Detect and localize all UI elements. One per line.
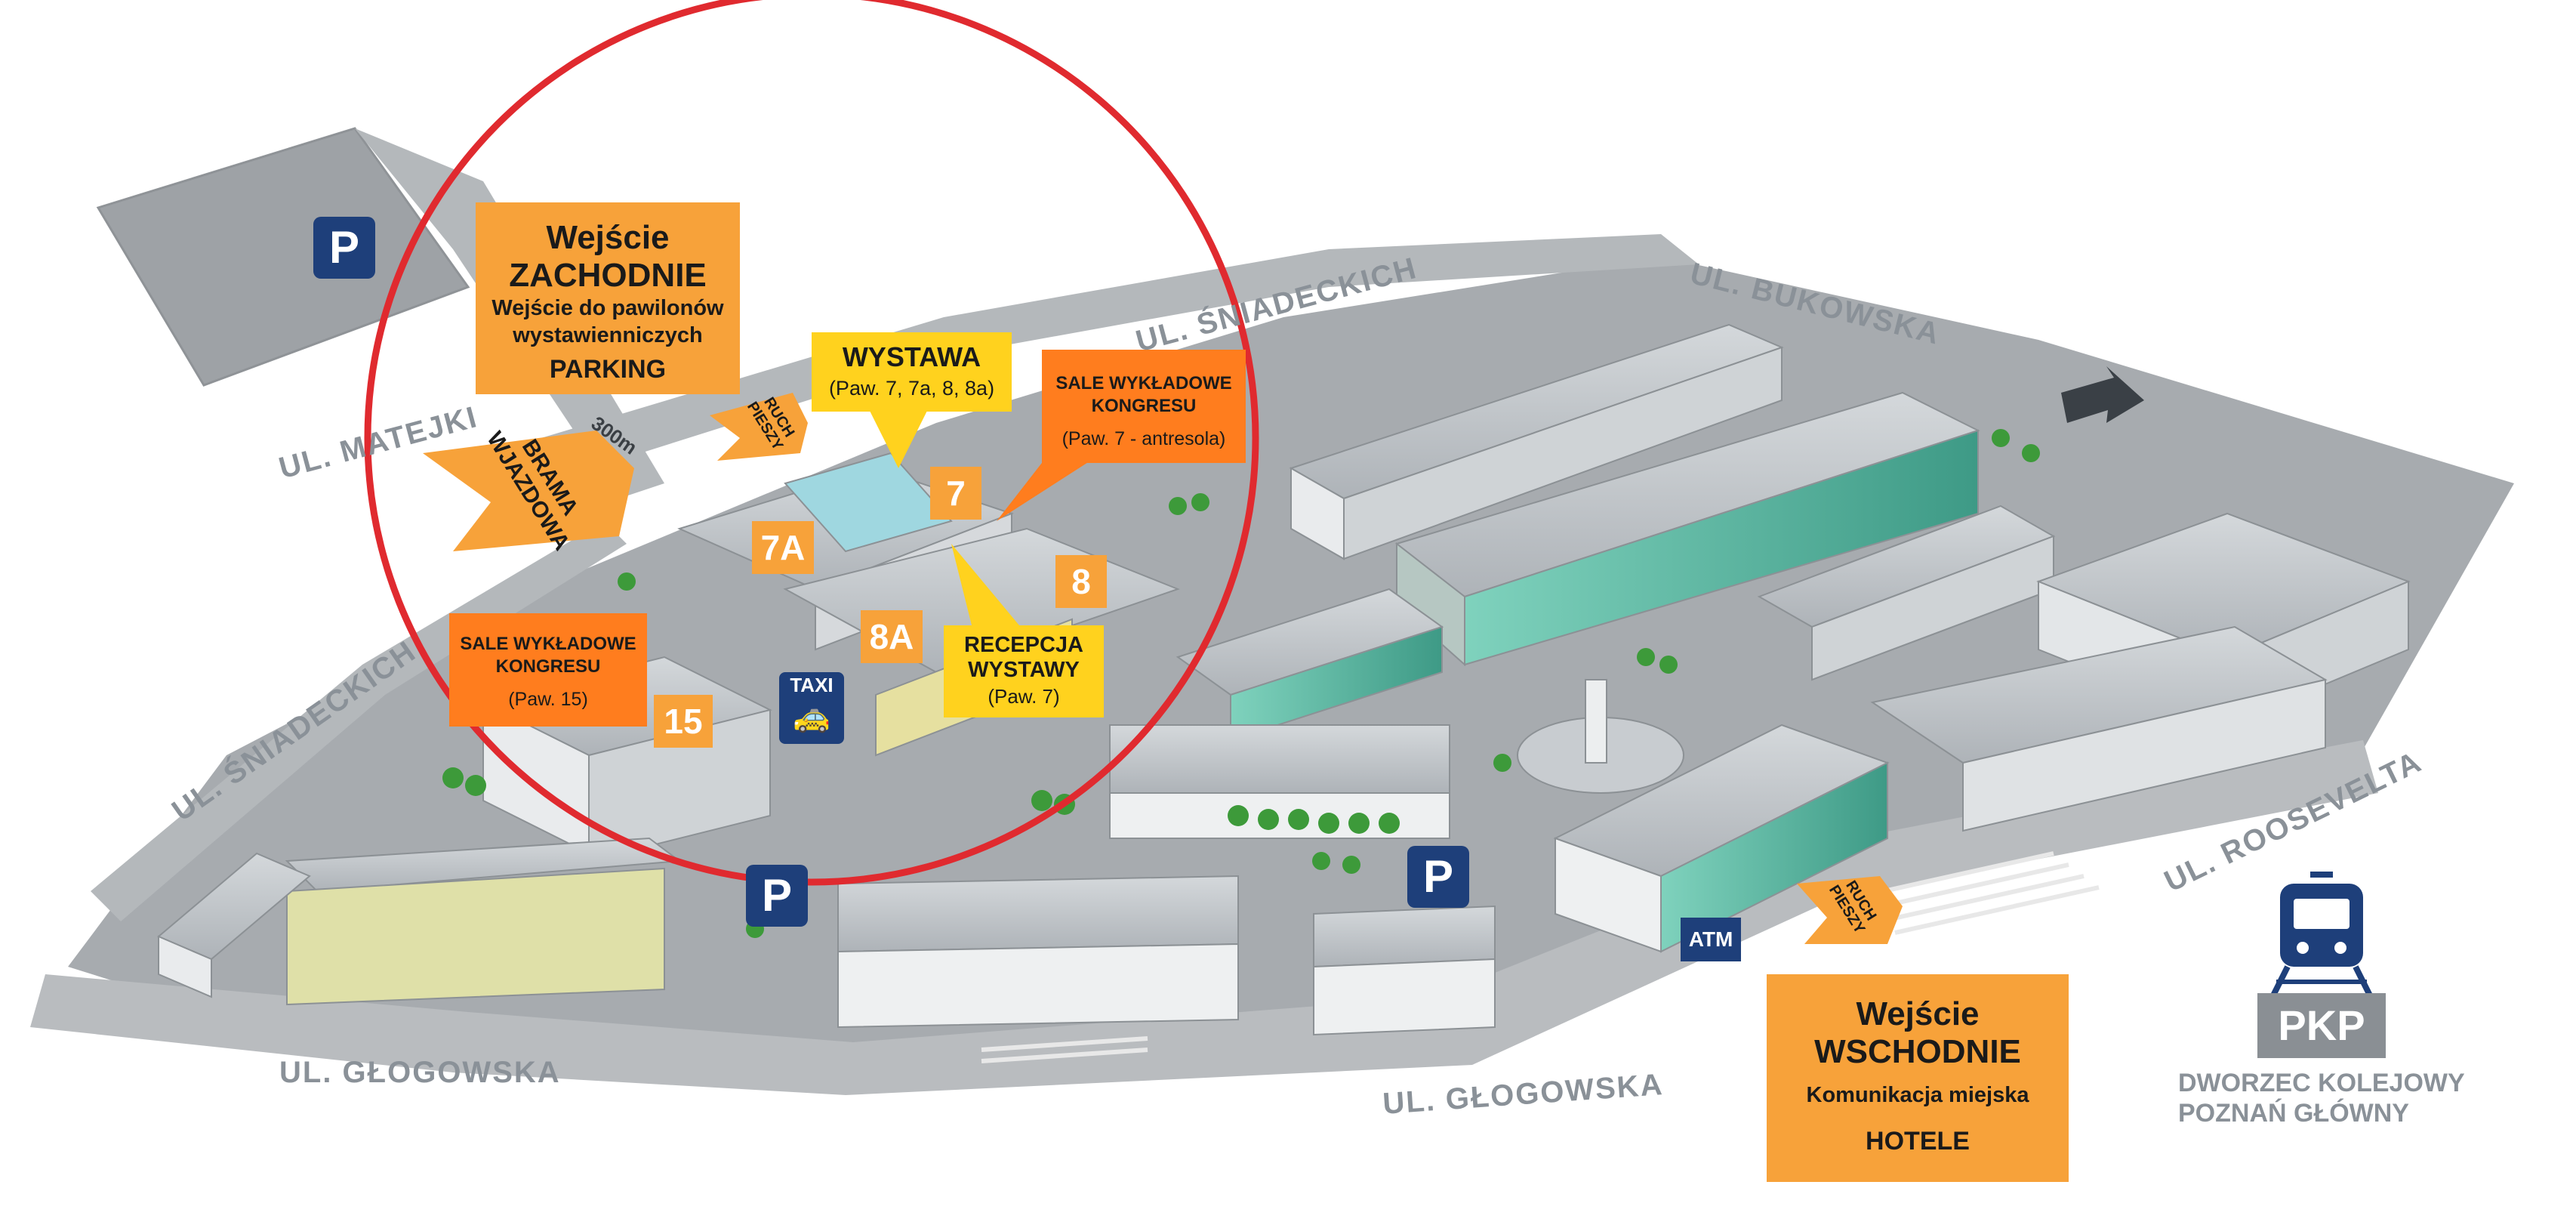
- west-entrance-line2: ZACHODNIE: [509, 257, 707, 294]
- pkp-logo: PKP: [2257, 993, 2386, 1058]
- atm-icon: ATM: [1681, 918, 1741, 961]
- taxi-label: TAXI: [790, 674, 834, 696]
- sale-left-sub: (Paw. 15): [508, 689, 588, 710]
- pedestrian-arrow-west-shape: [710, 393, 808, 461]
- recepcja-pointer: [951, 544, 1027, 634]
- recepcja-box: RECEPCJA WYSTAWY (Paw. 7): [944, 625, 1104, 717]
- east-entrance-box: Wejście WSCHODNIE Komunikacja miejska HO…: [1767, 974, 2069, 1182]
- east-entrance-line3: Komunikacja miejska: [1806, 1083, 2029, 1107]
- east-entrance-line1: Wejście: [1856, 995, 1980, 1032]
- direction-arrow-icon: [2061, 366, 2144, 423]
- car-icon: 🚕: [793, 700, 830, 733]
- sale-top-line1: SALE WYKŁADOWE: [1055, 373, 1232, 393]
- sale-top-line2: KONGRESU: [1091, 396, 1197, 416]
- sale-left-line1: SALE WYKŁADOWE: [460, 634, 636, 654]
- trees: [442, 429, 2040, 938]
- sale-left-line2: KONGRESU: [495, 656, 601, 677]
- west-entrance-box: Wejście ZACHODNIE Wejście do pawilonów w…: [476, 202, 740, 394]
- west-entrance-line1: Wejście: [546, 219, 670, 256]
- pavilion-8-label: 8: [1055, 555, 1107, 608]
- train-icon: [2269, 872, 2374, 998]
- pkp-station-line1: DWORZEC KOLEJOWY: [2178, 1069, 2465, 1097]
- recepcja-sub: (Paw. 7): [988, 685, 1060, 708]
- sale-left-box: SALE WYKŁADOWE KONGRESU (Paw. 15): [449, 613, 647, 727]
- taxi-icon: TAXI 🚕: [779, 672, 844, 744]
- east-entrance-line4: HOTELE: [1866, 1127, 1970, 1156]
- pavilion-7-label: 7: [930, 467, 981, 520]
- west-entrance-line4: wystawienniczych: [513, 323, 703, 347]
- wystawa-pointer: [868, 408, 929, 468]
- road-markings: [981, 851, 2100, 1063]
- parking-icon: P: [1407, 846, 1469, 908]
- east-entrance-line2: WSCHODNIE: [1814, 1033, 2021, 1070]
- road-glogowska: [30, 740, 2378, 1095]
- gate-arrow-shape: [423, 430, 634, 551]
- parking-lot-top: [96, 127, 470, 387]
- sale-top-pointer: [997, 453, 1102, 521]
- street-glogowska-left: UL. GŁOGOWSKA: [279, 1056, 561, 1089]
- parking-icon: P: [313, 217, 375, 279]
- pavilion-15-label: 15: [654, 695, 713, 748]
- west-entrance-line5: PARKING: [549, 355, 667, 384]
- pavilion-8a-label: 8A: [861, 610, 923, 663]
- pavilion-7a-label: 7A: [752, 521, 814, 574]
- recepcja-line1: RECEPCJA: [964, 633, 1083, 657]
- wystawa-title: WYSTAWA: [842, 341, 981, 372]
- pkp-station-line2: POZNAŃ GŁÓWNY: [2178, 1099, 2409, 1128]
- wystawa-box: WYSTAWA (Paw. 7, 7a, 8, 8a): [812, 332, 1012, 412]
- pedestrian-arrow-east-shape: [1797, 876, 1903, 944]
- recepcja-line2: WYSTAWY: [968, 658, 1080, 682]
- sale-top-sub: (Paw. 7 - antresola): [1062, 428, 1226, 449]
- parking-icon: P: [746, 865, 808, 927]
- buildings: [157, 323, 2411, 1036]
- sale-top-box: SALE WYKŁADOWE KONGRESU (Paw. 7 - antres…: [1042, 350, 1246, 463]
- highlight-circle: [364, 0, 1259, 886]
- west-entrance-line3: Wejście do pawilonów: [491, 296, 724, 320]
- wystawa-sub: (Paw. 7, 7a, 8, 8a): [828, 377, 995, 400]
- road-sniadeckich-top: [491, 234, 1699, 491]
